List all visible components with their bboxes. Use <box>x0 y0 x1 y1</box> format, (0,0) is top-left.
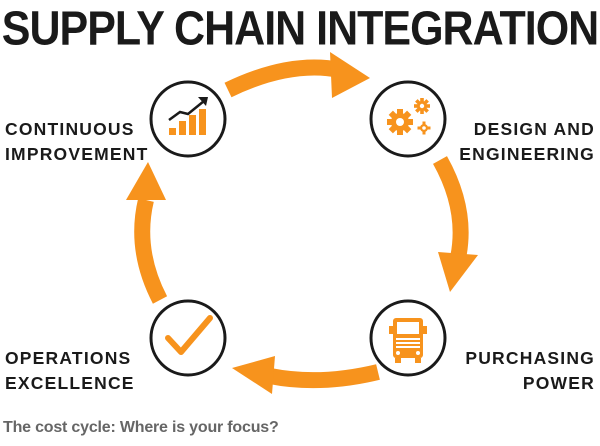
stage-label-line: POWER <box>522 373 595 393</box>
stage-label-line: EXCELLENCE <box>5 373 135 393</box>
stage-circle-operations <box>149 299 227 377</box>
stage-label-design: DESIGN AND ENGINEERING <box>459 117 595 167</box>
gears-icon <box>387 98 431 135</box>
stage-circle-purchasing <box>369 299 447 377</box>
stage-label-purchasing: PURCHASING POWER <box>465 346 595 396</box>
checkmark-icon <box>165 315 213 355</box>
stage-circle-design <box>369 80 447 158</box>
arrow-bottom <box>232 356 380 394</box>
stage-label-operations: OPERATIONS EXCELLENCE <box>5 346 135 396</box>
caption: The cost cycle: Where is your focus? <box>3 419 279 436</box>
arrow-top <box>224 52 370 98</box>
stage-circle-continuous <box>149 80 227 158</box>
arrow-left <box>126 162 168 304</box>
stage-label-line: CONTINUOUS <box>5 119 135 139</box>
arrow-right <box>432 156 478 292</box>
truck-icon <box>389 318 427 363</box>
stage-label-line: OPERATIONS <box>5 348 132 368</box>
stage-label-line: PURCHASING <box>465 348 595 368</box>
stage-label-line: IMPROVEMENT <box>5 144 149 164</box>
bar-chart-trend-icon <box>168 97 208 135</box>
diagram-title: SUPPLY CHAIN INTEGRATION <box>1 2 599 56</box>
stage-label-line: DESIGN AND <box>473 119 595 139</box>
stage-label-continuous: CONTINUOUS IMPROVEMENT <box>5 117 149 167</box>
stage-label-line: ENGINEERING <box>459 144 595 164</box>
